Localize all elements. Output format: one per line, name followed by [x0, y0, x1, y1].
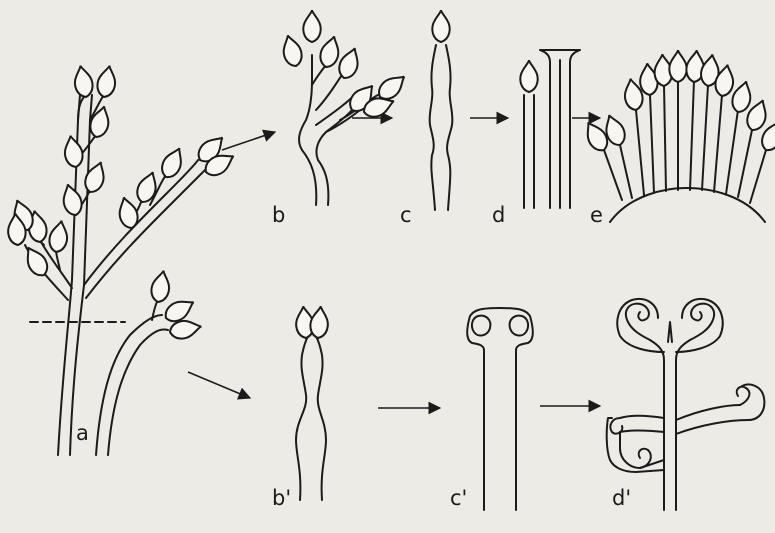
label-b: b	[272, 203, 285, 227]
figure-d-stalks	[520, 50, 580, 208]
figure-d-prime-curled-branches	[607, 299, 765, 510]
label-b-prime: b'	[272, 486, 291, 510]
figure-e-fan-of-stalks	[580, 49, 775, 222]
figure-b-prime-paired-buds	[295, 305, 330, 500]
label-c-prime: c'	[450, 486, 467, 510]
figure-c-fused-stem	[430, 10, 453, 210]
figure-b-reduced-branch	[279, 10, 410, 205]
label-c: c	[400, 203, 412, 227]
figure-c-prime-capped-stalk	[467, 308, 533, 510]
label-d: d	[492, 203, 505, 227]
arrow-a-to-b	[222, 132, 275, 150]
arrow-a-to-b-prime	[188, 372, 250, 398]
figure-a-branching-stem	[7, 64, 238, 455]
label-e: e	[590, 203, 603, 227]
label-a: a	[76, 421, 89, 445]
label-d-prime: d'	[612, 486, 631, 510]
